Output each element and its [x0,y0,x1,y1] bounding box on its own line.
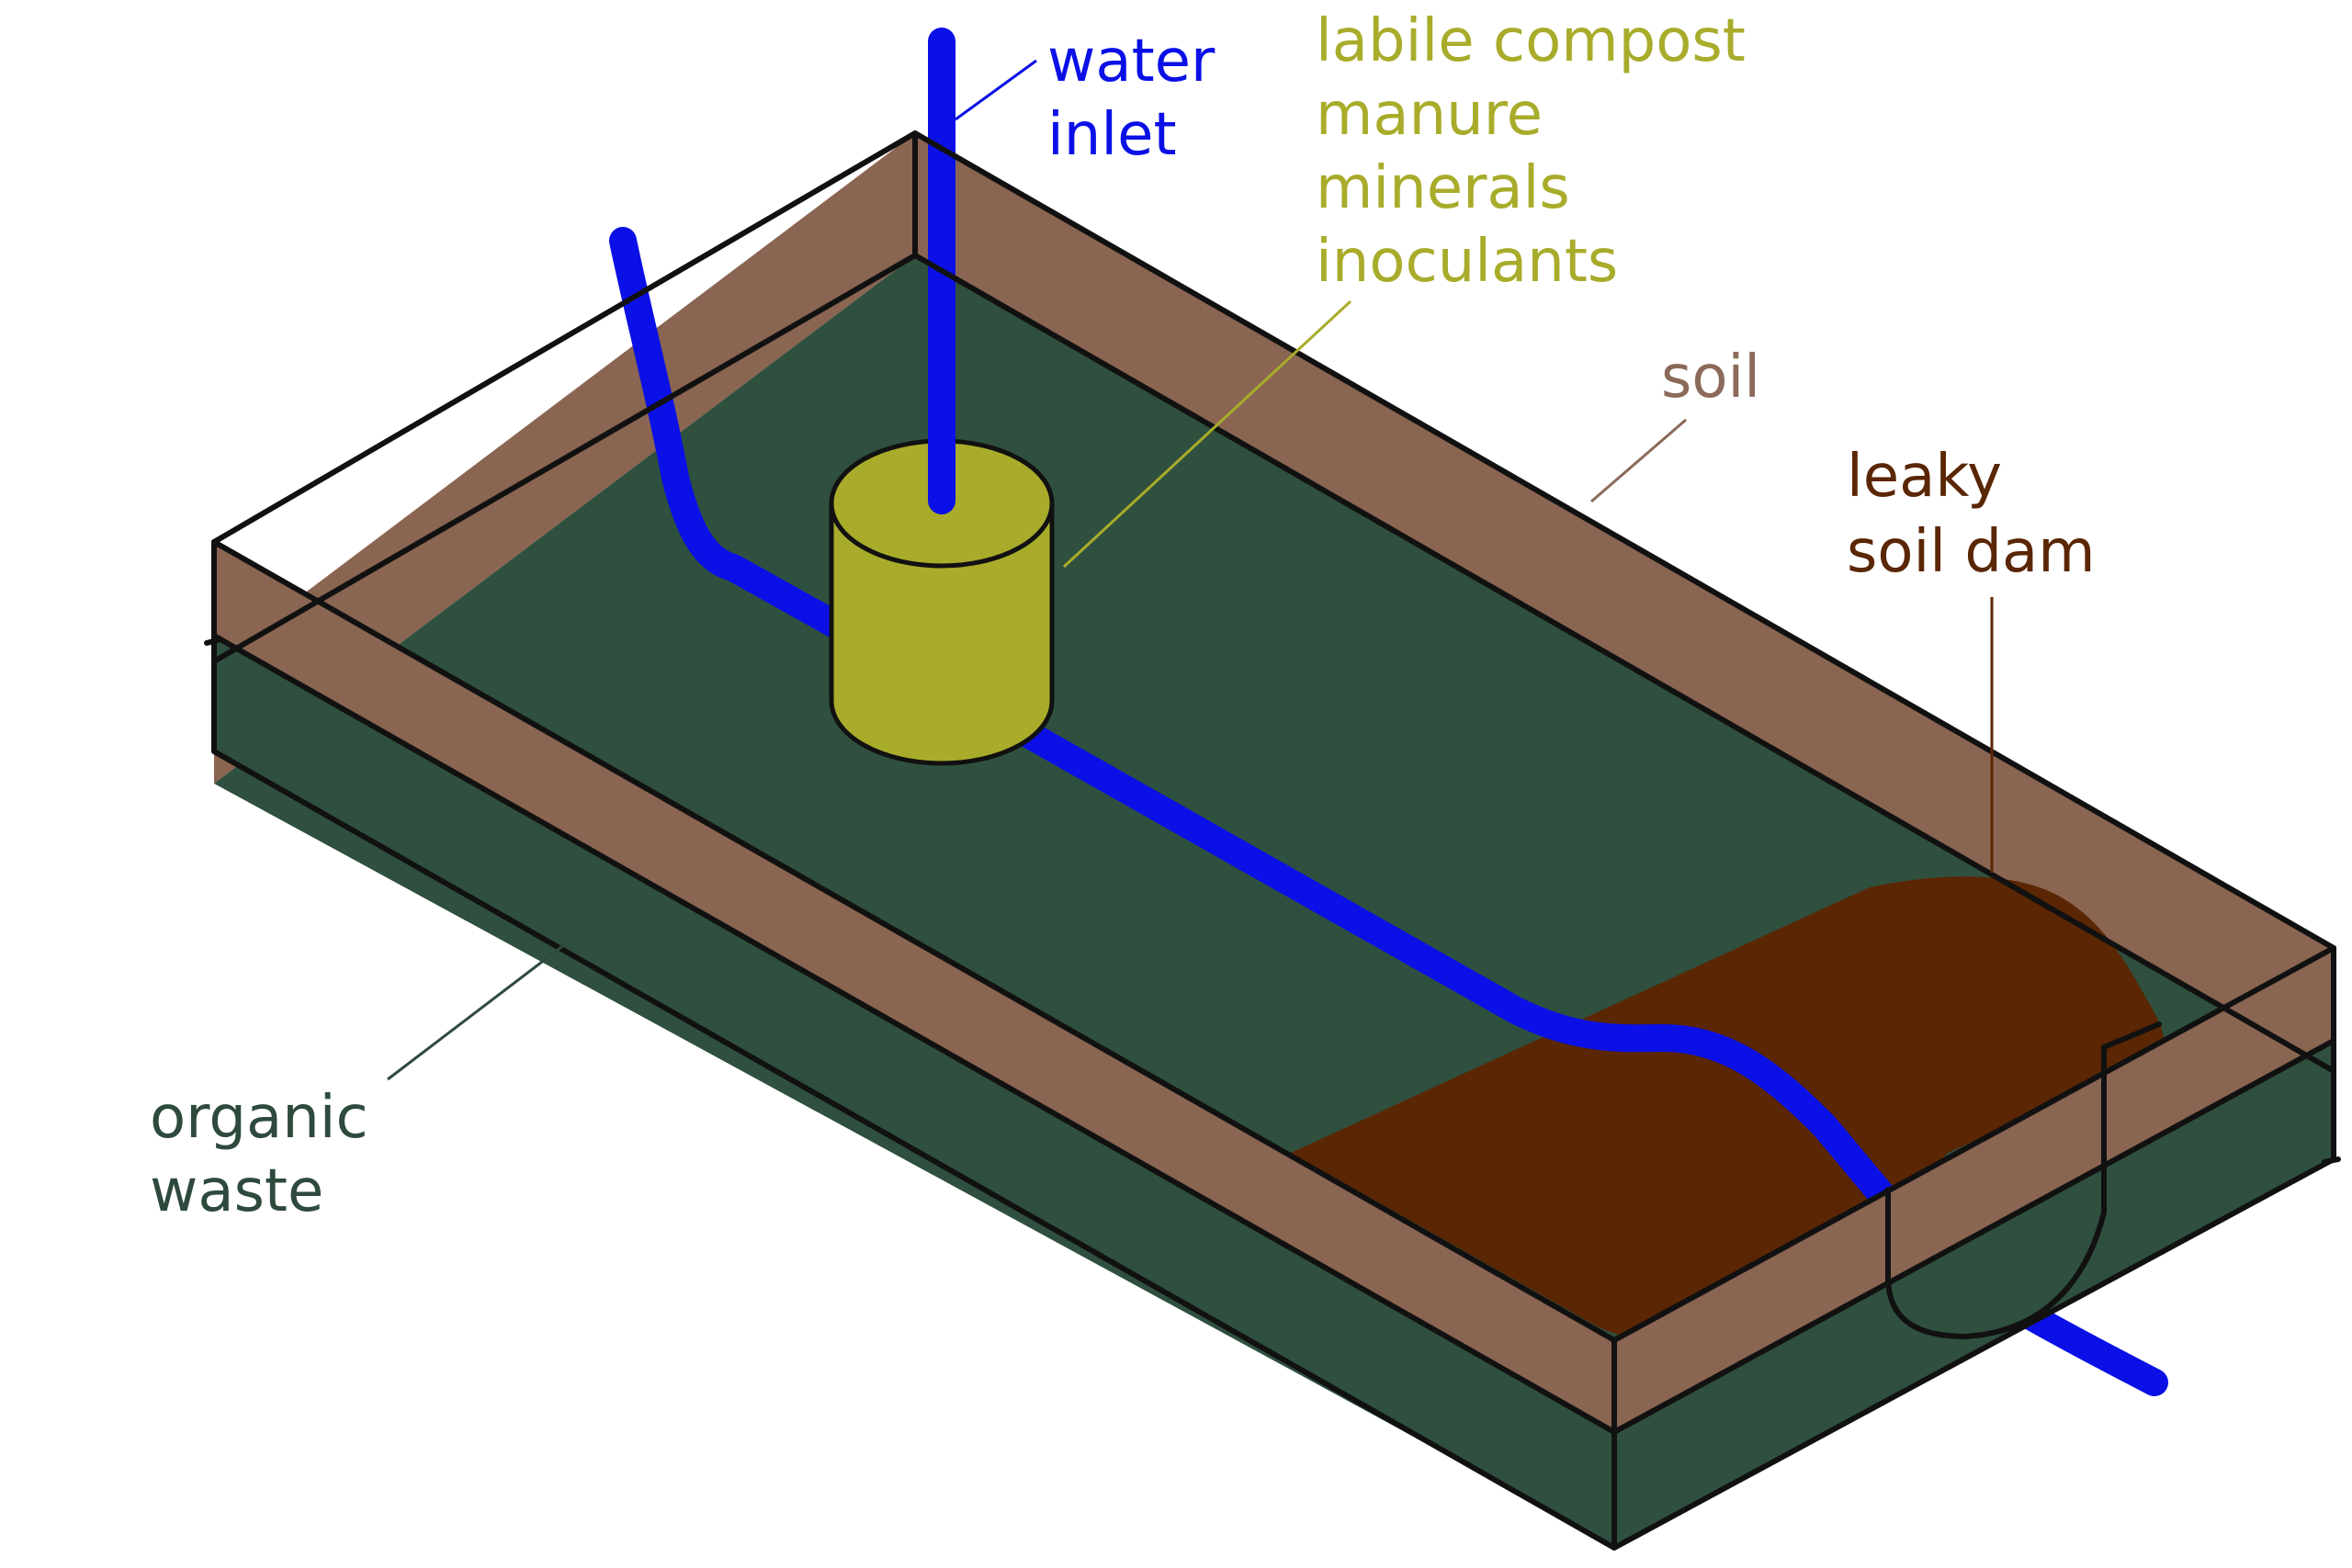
water-inlet-label: water inlet [1047,28,1234,169]
water-inlet-leader [955,59,1037,121]
soil-label: soil [1661,344,1760,412]
additive-minerals: minerals [1316,154,1570,222]
front-wall-waste [214,636,1614,1548]
cylinder-body [831,503,1052,763]
right-wall-soil [1614,948,2334,1432]
waste-leader [387,942,566,1081]
additive-manure: manure [1316,81,1543,149]
additive-labile-compost: labile compost [1316,7,1746,75]
additive-inoculants: inoculants [1316,228,1618,296]
additives-leader [1062,299,1352,569]
front-wall-soil [214,542,1614,1432]
soil-leader [1590,418,1687,503]
dam-line-2: soil dam [1847,518,2096,586]
cylinder-outline [829,503,1055,766]
box-edges [204,130,2341,1551]
organic-waste-label: organic waste [150,1084,387,1225]
right-back-wall [915,133,2334,1071]
right-wall-waste [1614,1041,2334,1548]
dam-label: leaky soil dam [1847,443,2096,586]
dam-line-1: leaky [1847,443,2002,511]
water-inlet-line-1: water [1047,28,1216,96]
waste-line-2: waste [150,1157,323,1225]
additives-label: labile compost manure minerals inoculant… [1316,7,1764,296]
water-inlet-line-2: inlet [1047,101,1177,169]
leaky-soil-dam [1291,876,2165,1361]
waste-line-1: organic [150,1084,368,1152]
